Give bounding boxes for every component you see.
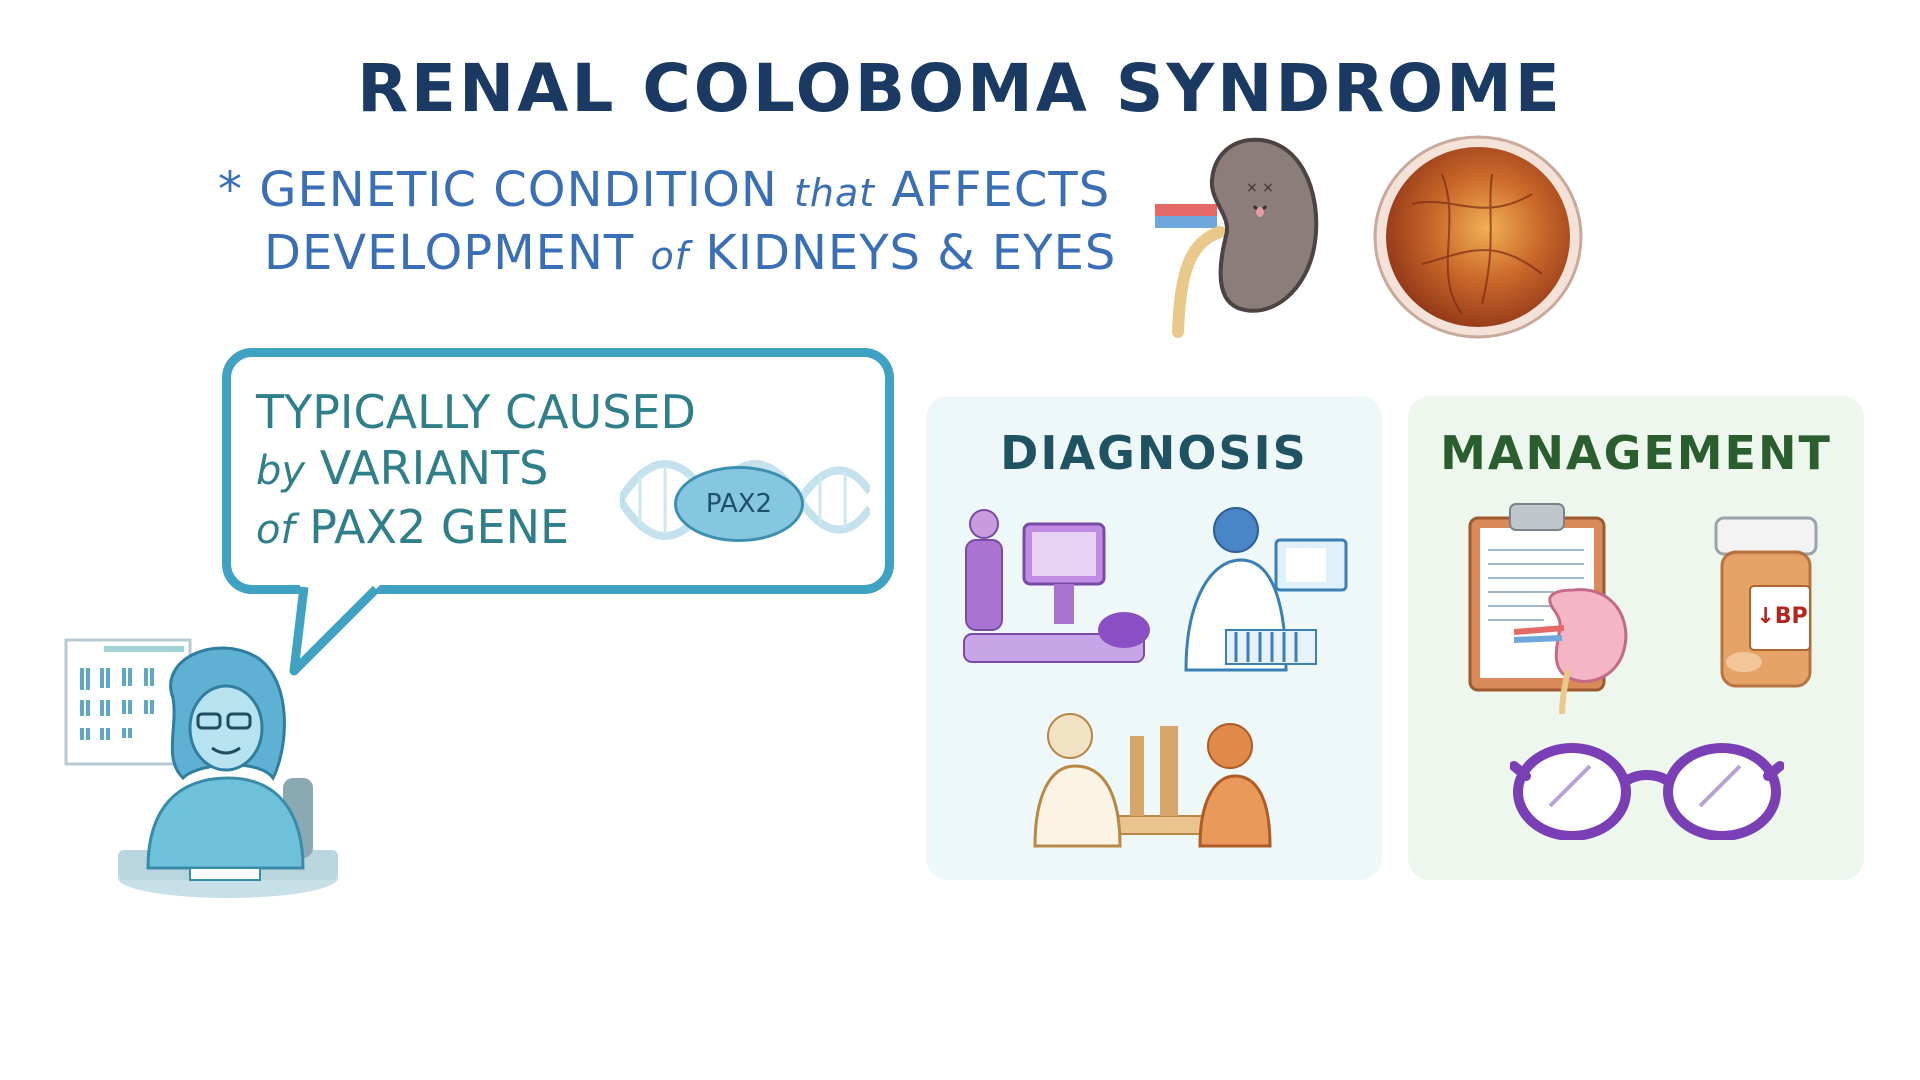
management-title: MANAGEMENT bbox=[1440, 426, 1832, 480]
glasses-icon bbox=[1510, 743, 1784, 840]
definition-phrase-3: DEVELOPMENT bbox=[264, 225, 635, 281]
karyotype-chart-icon bbox=[64, 638, 192, 766]
definition-phrase-2: AFFECTS bbox=[891, 162, 1111, 218]
definition-line-1: * GENETIC CONDITION that AFFECTS bbox=[218, 160, 1116, 223]
speech-variants: VARIANTS bbox=[319, 441, 549, 495]
clipboard-kidney-icon bbox=[1468, 503, 1628, 715]
speech-connector-of: of bbox=[256, 507, 295, 553]
speech-line-3: of PAX2 GENE bbox=[256, 499, 696, 558]
definition-phrase-1: GENETIC CONDITION bbox=[259, 162, 778, 218]
definition-line-2: DEVELOPMENT of KIDNEYS & EYES bbox=[218, 223, 1116, 286]
ultrasound-exam-icon bbox=[963, 509, 1150, 663]
retina-icon bbox=[1373, 135, 1583, 339]
diagnosis-panel: DIAGNOSIS bbox=[926, 396, 1382, 880]
lab-scientist-icon bbox=[1184, 507, 1348, 672]
svg-text:× ×: × × bbox=[1246, 180, 1274, 196]
bottle-label-text: ↓BP bbox=[1756, 604, 1808, 629]
speech-connector-by: by bbox=[256, 448, 306, 494]
management-panel: MANAGEMENT ↓BP bbox=[1408, 396, 1864, 880]
speech-bubble-text: TYPICALLY CAUSED by VARIANTS of PAX2 GEN… bbox=[256, 384, 696, 558]
definition-connector-1: that bbox=[794, 171, 876, 215]
pill-bottle-icon bbox=[1714, 516, 1818, 688]
diagnosis-title: DIAGNOSIS bbox=[1000, 426, 1308, 480]
page-title: RENAL COLOBOMA SYNDROME bbox=[357, 50, 1563, 127]
eye-exam-icon bbox=[1033, 713, 1272, 848]
definition-connector-2: of bbox=[650, 234, 690, 278]
definition-text: * GENETIC CONDITION that AFFECTS DEVELOP… bbox=[218, 160, 1116, 286]
geneticist-icon bbox=[118, 646, 338, 898]
speech-bubble-tail bbox=[289, 585, 380, 676]
speech-line-1: TYPICALLY CAUSED bbox=[256, 385, 696, 439]
bullet-asterisk: * bbox=[218, 162, 243, 218]
kidney-icon: × × bbox=[1155, 137, 1319, 338]
pax2-gene-badge: PAX2 bbox=[674, 466, 804, 542]
definition-phrase-4: KIDNEYS & EYES bbox=[705, 225, 1117, 281]
speech-line-2: by VARIANTS bbox=[256, 440, 696, 499]
speech-gene-name: PAX2 GENE bbox=[309, 500, 570, 554]
speech-bubble bbox=[222, 348, 894, 594]
